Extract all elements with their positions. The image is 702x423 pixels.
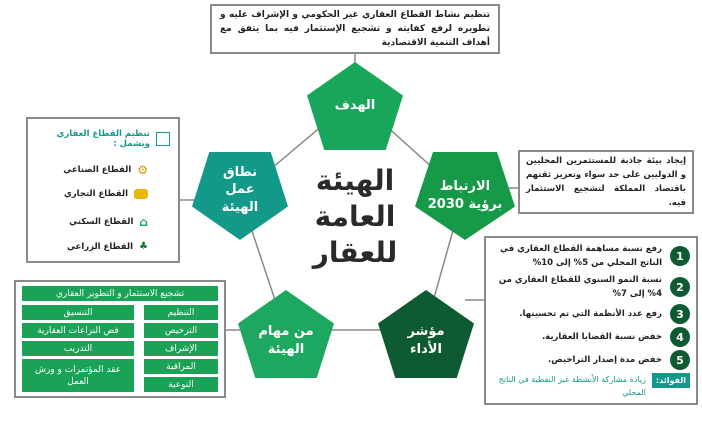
task-item: الترخيص — [144, 323, 218, 338]
task-item: عقد المؤتمرات و ورش العمل — [22, 359, 134, 392]
gears-icon: ⚙ — [137, 163, 148, 177]
tasks-right-column: التنظيم الترخيص الإشراف المراقبة التوعية — [144, 305, 218, 392]
scope-item: ♣ القطاع الزراعي — [67, 241, 148, 252]
kpi-number: 2 — [670, 277, 690, 297]
plants-icon: ♣ — [139, 241, 148, 252]
goal-text: تنظيم نشاط القطاع العقاري غير الحكومي و … — [220, 10, 490, 48]
kpi-item: 5 خفض مدة إصدار التراخيص. — [492, 350, 690, 370]
task-header: تشجيع الاستثمار و التطوير العقاري — [22, 286, 218, 301]
scope-item-label: القطاع السكني — [69, 217, 134, 227]
benefits: الفوائد: زيادة مشاركة الأنشطة غير النفطي… — [492, 373, 690, 399]
benefits-text: زيادة مشاركة الأنشطة غير النفطية في النا… — [498, 375, 646, 397]
kpi-item: 2 نسبة النمو السنوي للقطاع العقاري من 4% … — [492, 273, 690, 301]
scope-item: ⚙ القطاع الصناعي — [63, 163, 148, 177]
scope-heading-text: تنظيم القطاع العقاري ويشمل : — [56, 129, 150, 149]
scope-item: القطاع التجاري — [64, 189, 148, 199]
kpi-text: رفع عدد الأنظمة التي تم تحسينها. — [519, 309, 662, 319]
task-item: التوعية — [144, 377, 218, 392]
task-item: فض النزاعات العقارية — [22, 323, 134, 338]
title-line: للعقار — [312, 236, 398, 269]
vision-text: إيجاد بيئة جاذبة للمستثمرين المحليين و ا… — [526, 156, 686, 208]
kpi-item: 3 رفع عدد الأنظمة التي تم تحسينها. — [492, 304, 690, 324]
kpi-text: خفض مدة إصدار التراخيص. — [548, 355, 662, 365]
map-icon — [156, 132, 170, 146]
kpi-number: 3 — [670, 304, 690, 324]
scope-heading: تنظيم القطاع العقاري ويشمل : — [28, 129, 170, 149]
kpi-number: 4 — [670, 327, 690, 347]
coins-icon — [134, 189, 148, 199]
vision-box: إيجاد بيئة جاذبة للمستثمرين المحليين و ا… — [518, 150, 694, 214]
task-item: الإشراف — [144, 341, 218, 356]
house-icon: ⌂ — [139, 215, 148, 229]
scope-item-label: القطاع الصناعي — [63, 165, 132, 175]
scope-item-label: القطاع التجاري — [63, 189, 128, 199]
main-title: الهيئة العامة للعقار — [292, 163, 418, 271]
kpi-box: 1 رفع نسبة مساهمة القطاع العقاري في النات… — [484, 236, 698, 405]
scope-item-label: القطاع الزراعي — [66, 241, 134, 252]
kpi-text: رفع نسبة مساهمة القطاع العقاري في الناتج… — [500, 244, 662, 268]
task-item: التدريب — [22, 341, 134, 356]
kpi-text: نسبة النمو السنوي للقطاع العقاري من 4% إ… — [498, 275, 662, 299]
kpi-text: خفض نسبة القضايا العقارية. — [541, 332, 662, 342]
scope-box: تنظيم القطاع العقاري ويشمل : ⚙ القطاع الص… — [26, 117, 180, 263]
tasks-left-column: التنسيق فض النزاعات العقارية التدريب عقد… — [22, 305, 134, 392]
kpi-item: 4 خفض نسبة القضايا العقارية. — [492, 327, 690, 347]
goal-box: تنظيم نشاط القطاع العقاري غير الحكومي و … — [210, 4, 500, 54]
node-kpi-label: مؤشر الأداء — [407, 324, 445, 357]
node-tasks-label: من مهام الهيئة — [258, 324, 314, 357]
node-scope-label: نطاق عمل الهيئة — [221, 164, 259, 215]
title-line: الهيئة — [315, 164, 395, 197]
kpi-item: 1 رفع نسبة مساهمة القطاع العقاري في النات… — [492, 242, 690, 270]
task-item: التنظيم — [144, 305, 218, 320]
task-item: المراقبة — [144, 359, 218, 374]
benefits-label: الفوائد: — [651, 373, 690, 388]
kpi-number: 1 — [670, 246, 690, 266]
scope-item: ⌂ القطاع السكني — [69, 215, 148, 229]
title-line: العامة — [314, 200, 396, 233]
kpi-number: 5 — [670, 350, 690, 370]
node-goal-label: الهدف — [334, 98, 376, 114]
task-item: التنسيق — [22, 305, 134, 320]
node-vision-label: الارتباط برؤية 2030 — [427, 179, 503, 212]
tasks-box: تشجيع الاستثمار و التطوير العقاري التنظي… — [14, 280, 226, 398]
